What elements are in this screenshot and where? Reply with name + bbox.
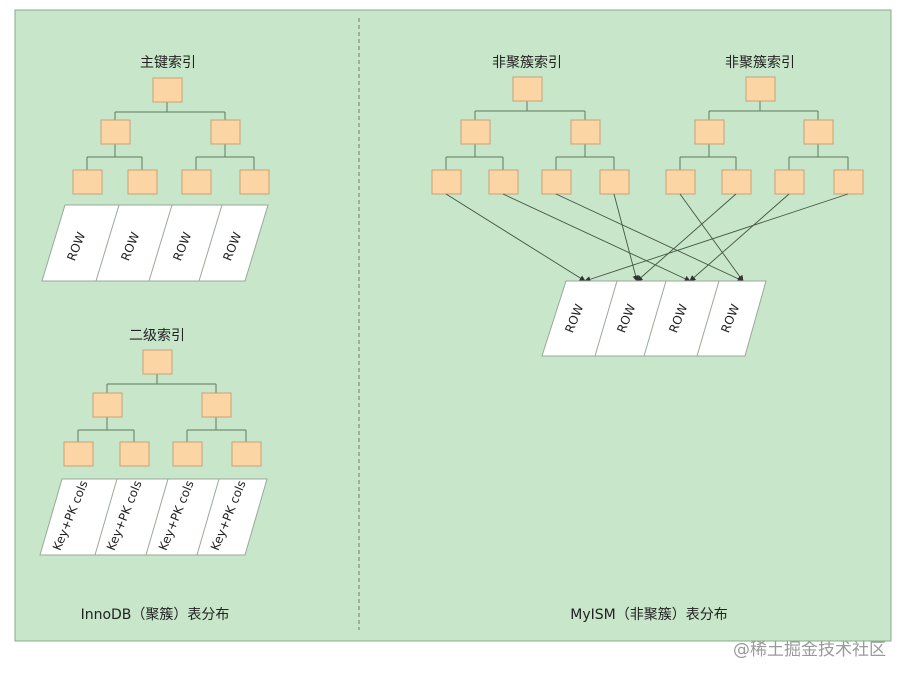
myisam-right-leaf-node xyxy=(774,169,805,195)
pointer-arrow xyxy=(445,193,586,282)
myisam-left-leaf-node xyxy=(488,169,519,195)
row-separator xyxy=(198,204,223,282)
row-separator xyxy=(95,204,120,282)
myisam-index-left: 非聚簇索引 xyxy=(431,54,630,195)
row-separator xyxy=(94,478,118,556)
myisam-left-level2-node xyxy=(460,119,491,145)
watermark: @稀土掘金技术社区 xyxy=(733,640,886,660)
myisam-right-leaf-node xyxy=(833,169,864,195)
myisam-row-strip xyxy=(541,280,767,357)
secondary-leaf-node xyxy=(172,441,203,467)
innodb-secondary-index: 二级索引 Key+PK cols Key+PK cols Key+PK cols… xyxy=(39,327,268,556)
myisam-caption: MyISM（非聚簇）表分布 xyxy=(570,607,727,623)
innodb-primary-index: 主键索引 ROW ROW ROW ROW xyxy=(41,54,270,282)
myisam-left-root-node xyxy=(512,76,543,102)
pointer-arrow xyxy=(584,193,849,283)
row-separator xyxy=(696,280,720,357)
primary-level2-node xyxy=(210,119,241,145)
secondary-index-title: 二级索引 xyxy=(129,327,185,344)
pointer-arrow xyxy=(502,193,691,282)
pointer-arrow xyxy=(613,193,639,282)
pointer-arrow xyxy=(555,193,744,282)
myisam-right-level2-node xyxy=(803,119,834,145)
secondary-tree-lines xyxy=(77,374,247,442)
myisam-row-strip-group: ROW ROW ROW ROW xyxy=(541,280,767,357)
secondary-leaf-node xyxy=(231,441,262,467)
secondary-root-node xyxy=(142,349,173,375)
myisam-left-leaf-node xyxy=(431,169,462,195)
myisam-index-right: 非聚簇索引 xyxy=(665,54,864,195)
myisam-left-leaf-node xyxy=(541,169,572,195)
pointer-arrow xyxy=(689,193,790,282)
myisam-index-title-right: 非聚簇索引 xyxy=(725,54,795,71)
myisam-index-title-left: 非聚簇索引 xyxy=(492,54,562,71)
secondary-row-strip xyxy=(39,478,268,556)
secondary-leaf-node xyxy=(63,441,94,467)
myisam-right-root-node xyxy=(745,76,776,102)
myisam-left-leaf-node xyxy=(599,169,630,195)
pointer-arrow xyxy=(636,193,737,282)
row-separator xyxy=(643,280,667,357)
row-separator xyxy=(148,204,173,282)
primary-root-node xyxy=(152,77,183,103)
primary-leaf-node xyxy=(239,169,270,195)
myisam-left-tree-lines xyxy=(445,101,615,170)
primary-tree-lines xyxy=(86,102,255,170)
primary-level2-node xyxy=(100,119,131,145)
myisam-left-level2-node xyxy=(570,119,601,145)
row-pointer-arrows xyxy=(445,193,849,283)
primary-row-strip xyxy=(41,204,269,282)
primary-leaf-node xyxy=(127,169,158,195)
myisam-right-leaf-node xyxy=(665,169,696,195)
row-separator xyxy=(145,478,169,556)
myisam-right-tree-lines xyxy=(679,101,849,170)
secondary-level2-node xyxy=(92,392,123,418)
myisam-right-leaf-node xyxy=(721,169,752,195)
pointer-arrow xyxy=(679,193,744,282)
innodb-caption: InnoDB（聚簇）表分布 xyxy=(81,607,230,623)
secondary-level2-node xyxy=(201,392,232,418)
myisam-right-level2-node xyxy=(694,119,725,145)
row-separator xyxy=(196,478,220,556)
primary-leaf-node xyxy=(181,169,212,195)
primary-leaf-node xyxy=(72,169,103,195)
secondary-leaf-node xyxy=(119,441,150,467)
row-separator xyxy=(594,280,618,357)
primary-index-title: 主键索引 xyxy=(140,54,196,71)
